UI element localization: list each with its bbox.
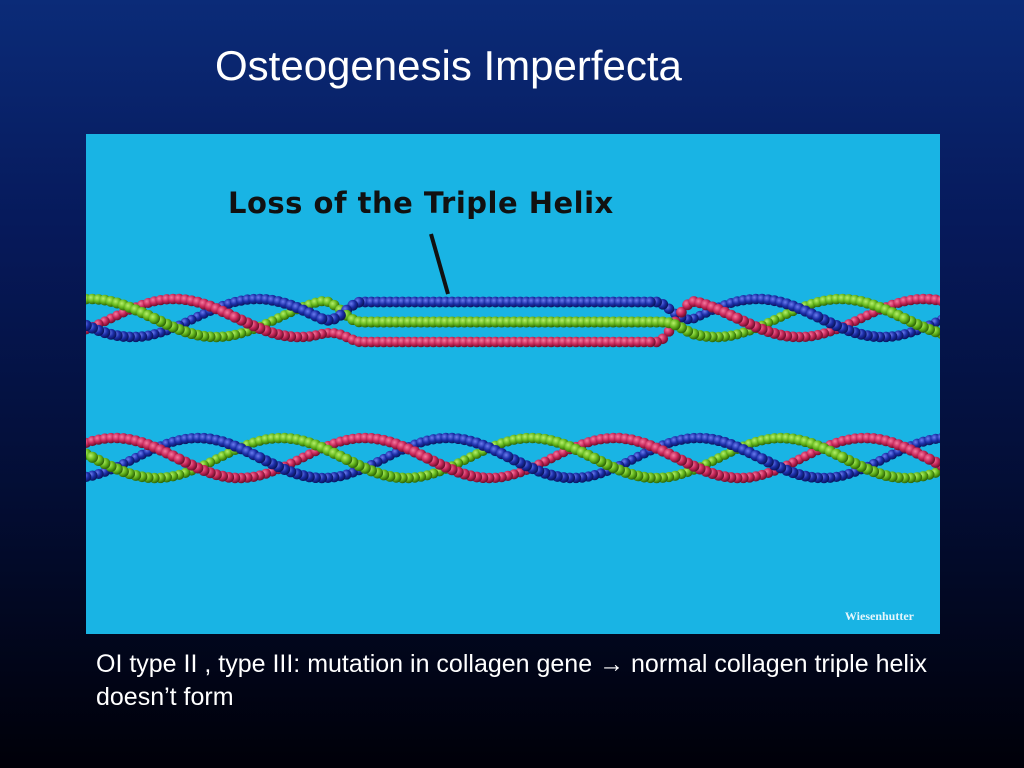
blue-strand-bead	[756, 453, 768, 465]
green-strand-bead	[837, 451, 849, 463]
red-strand-bead	[669, 451, 681, 463]
red-strand-bead	[173, 453, 185, 465]
green-strand-bead	[589, 452, 601, 464]
blue-strand-bead	[86, 319, 92, 332]
green-strand-bead	[341, 453, 353, 465]
blue-strand-bead	[936, 433, 940, 444]
red-strand-bead	[676, 306, 687, 318]
blue-strand-bead	[812, 311, 824, 323]
figure-label: Loss of the Triple Helix	[228, 186, 614, 220]
red-strand-bead	[923, 453, 936, 465]
blue-strand-bead	[645, 296, 656, 308]
abnormal-helix	[86, 293, 940, 348]
red-strand-bead	[936, 295, 940, 306]
red-strand-bead	[645, 336, 656, 348]
blue-strand-bead	[316, 313, 328, 325]
slide-caption: OI type II , type III: mutation in colla…	[96, 650, 927, 711]
red-strand-bead	[731, 312, 743, 324]
slide-title: Osteogenesis Imperfecta	[215, 42, 682, 89]
blue-strand-bead	[86, 471, 92, 483]
label-pointer-line	[429, 233, 450, 295]
green-strand-bead	[669, 319, 681, 331]
red-strand-bead	[421, 452, 433, 464]
red-strand-bead	[229, 311, 241, 323]
green-strand-bead	[86, 451, 98, 463]
helix-figure: Loss of the Triple Helix Wiesenhutter	[86, 134, 940, 634]
green-strand-bead	[148, 312, 160, 325]
blue-strand-bead	[502, 451, 514, 463]
blue-strand-bead	[254, 452, 266, 464]
green-strand-bead	[899, 313, 911, 325]
normal-helix	[86, 432, 940, 484]
image-credit: Wiesenhutter	[844, 609, 914, 623]
helix-illustration	[86, 233, 940, 484]
